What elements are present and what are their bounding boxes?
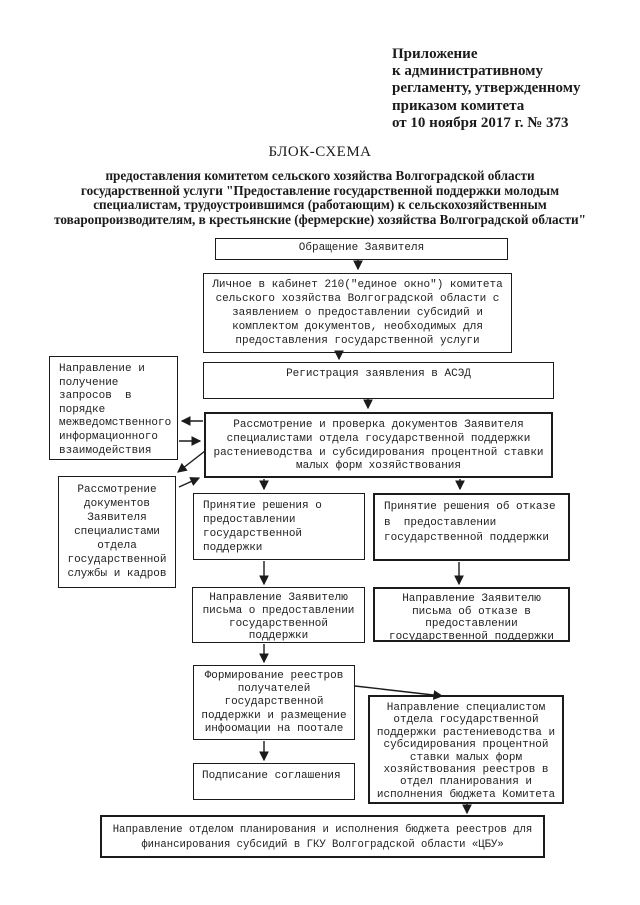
- node-grant-decision: Принятие решения о предоставлении госуда…: [193, 493, 365, 560]
- node-registry-transfer-planning: Направление специалистом отдела государс…: [368, 695, 564, 804]
- node-hr-review: Рассмотрение документов Заявителя специа…: [58, 476, 176, 588]
- node-refusal-decision: Принятие решения об отказе в предоставле…: [373, 493, 570, 561]
- arrow-hr-to-review: [178, 477, 201, 488]
- node-interagency-requests: Направление и получение запросов в поряд…: [49, 356, 178, 460]
- node-applicant-appeal: Обращение Заявителя: [215, 238, 508, 260]
- header-line: Приложение: [392, 46, 478, 62]
- node-registry-formation: Формирование реестров получателей госуда…: [193, 665, 355, 740]
- header-line: приказом комитета: [392, 97, 525, 114]
- header-line: регламенту, утвержденному: [392, 80, 581, 97]
- page-title: БЛОК-СХЕМА: [268, 144, 372, 160]
- node-agreement-signing: Подписание соглашения: [193, 763, 355, 800]
- page-subtitle: предоставления комитетом сельского хозяй…: [54, 168, 586, 227]
- document-header: Приложение к административному регламент…: [392, 46, 580, 132]
- node-registry-transfer-cbu: Направление отделом планирования и испол…: [100, 815, 545, 858]
- node-ased-registration: Регистрация заявления в АСЭД: [203, 362, 554, 399]
- arrow-review-to-hr: [177, 450, 206, 473]
- node-document-review: Рассмотрение и проверка документов Заяви…: [204, 412, 553, 478]
- node-refusal-letter: Направление Заявителю письма об отказе в…: [373, 587, 570, 643]
- node-grant-letter: Направление Заявителю письма о предостав…: [192, 587, 365, 643]
- header-line: к административному: [392, 63, 543, 80]
- node-personal-submission: Личное в кабинет 210("единое окно") коми…: [203, 273, 512, 353]
- header-line: от 10 ноября 2017 г. № 373: [392, 114, 569, 131]
